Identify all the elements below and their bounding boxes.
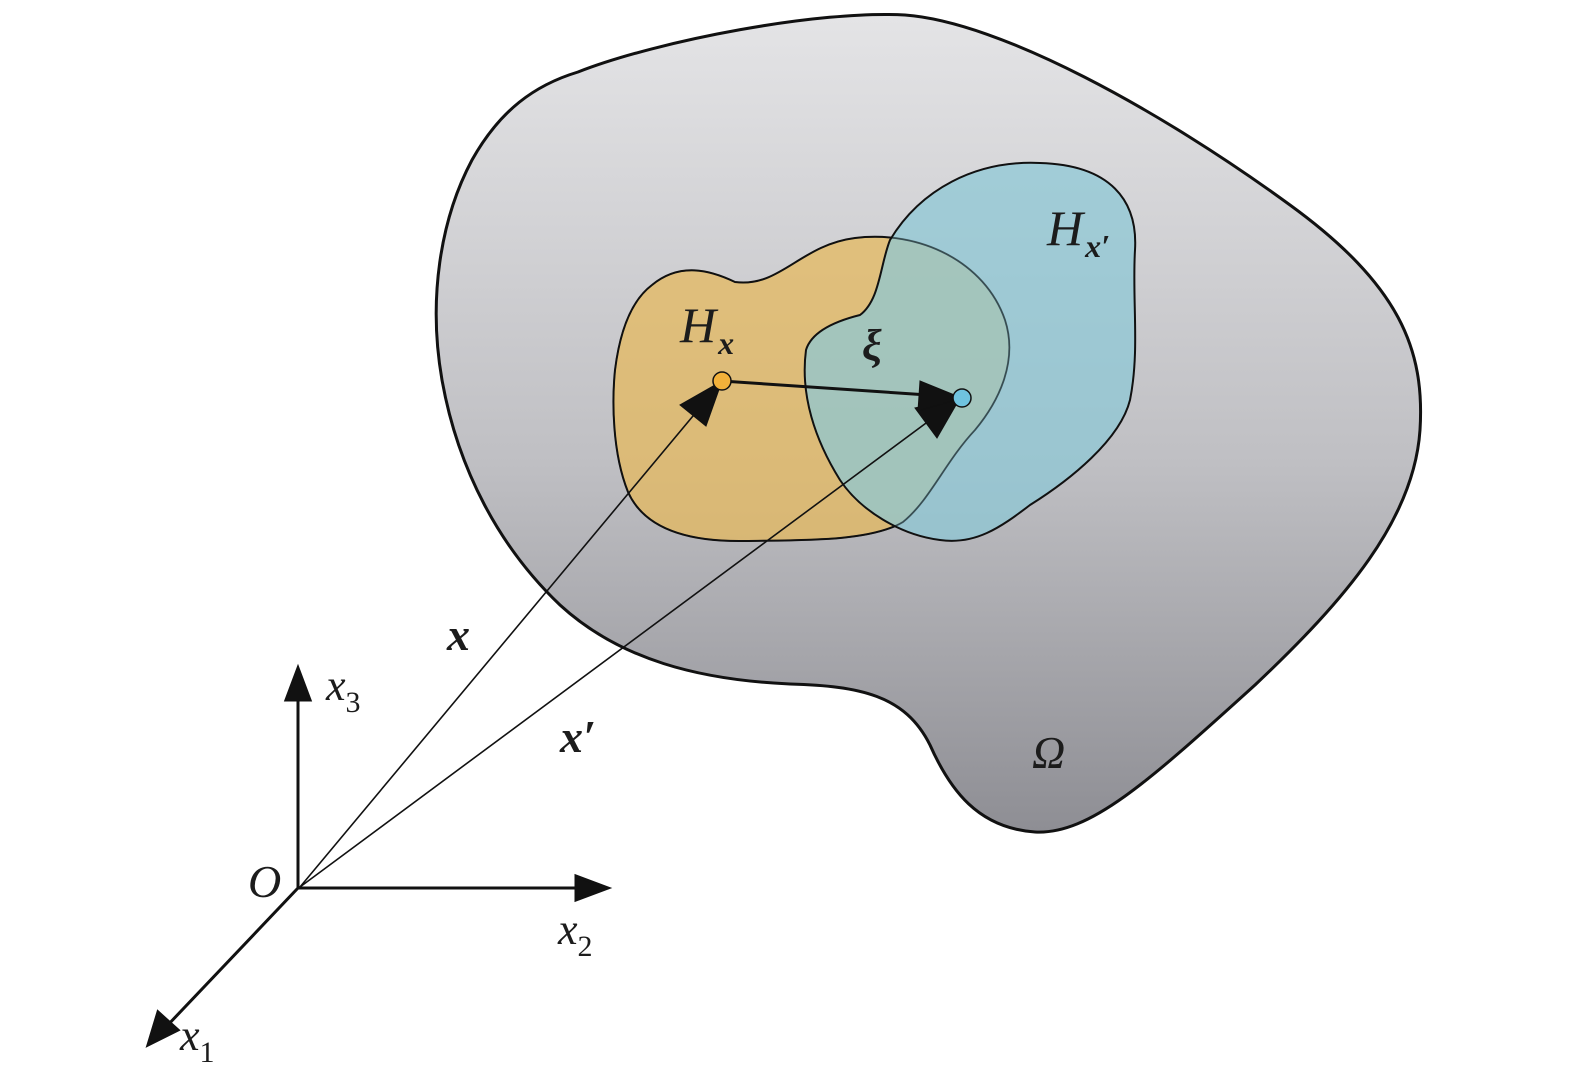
label-axis-x1: x1	[179, 1011, 215, 1069]
label-axis-x2: x2	[557, 905, 593, 963]
label-omega: Ω	[1032, 727, 1065, 778]
label-vector-x-prime: x′	[559, 711, 596, 762]
vector-x-arrowhead	[679, 379, 723, 427]
bond-xi-line	[721, 379, 929, 397]
label-h-x: Hx	[679, 297, 734, 361]
label-xi: ξ	[862, 321, 882, 370]
vector-x-line	[299, 391, 714, 888]
position-vectors	[299, 379, 964, 888]
neighborhood-x-outline-overlay	[612, 236, 1011, 542]
bond-xi-arrowhead	[917, 380, 964, 412]
neighborhood-x-prime-shape	[803, 161, 1137, 542]
label-origin: O	[248, 856, 281, 907]
axis-x1-arrowhead	[145, 1009, 181, 1048]
point-x	[712, 371, 732, 391]
label-vector-x: x	[446, 609, 470, 660]
axis-x3-arrowhead	[283, 663, 313, 702]
coordinate-axes	[145, 663, 613, 1048]
vector-x-prime-line	[299, 408, 946, 888]
label-h-x-prime: Hx′	[1046, 200, 1110, 264]
axis-x1-line	[163, 886, 300, 1030]
label-axis-x3: x3	[325, 661, 361, 719]
axis-x2-arrowhead	[574, 873, 613, 903]
point-x-prime	[952, 388, 972, 408]
